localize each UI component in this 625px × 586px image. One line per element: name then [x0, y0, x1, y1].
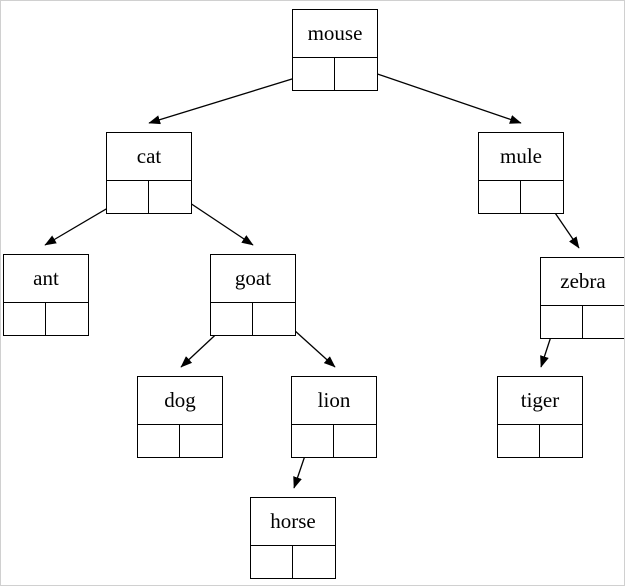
tree-node-mule[interactable]: mule — [478, 132, 564, 214]
node-pointer-row-horse — [251, 546, 335, 578]
node-label-goat: goat — [211, 255, 295, 303]
node-left-pointer-tiger[interactable] — [498, 425, 540, 457]
node-pointer-row-cat — [107, 181, 191, 213]
node-label-lion: lion — [292, 377, 376, 425]
node-label-dog: dog — [138, 377, 222, 425]
node-pointer-row-dog — [138, 425, 222, 457]
node-pointer-row-ant — [4, 303, 88, 335]
node-label-mouse: mouse — [293, 10, 377, 58]
node-pointer-row-tiger — [498, 425, 582, 457]
node-right-pointer-zebra[interactable] — [583, 306, 624, 338]
node-label-mule: mule — [479, 133, 563, 181]
node-left-pointer-zebra[interactable] — [541, 306, 583, 338]
node-pointer-row-lion — [292, 425, 376, 457]
tree-node-mouse[interactable]: mouse — [292, 9, 378, 91]
node-right-pointer-goat[interactable] — [253, 303, 295, 335]
node-left-pointer-dog[interactable] — [138, 425, 180, 457]
tree-node-cat[interactable]: cat — [106, 132, 192, 214]
node-right-pointer-cat[interactable] — [149, 181, 191, 213]
tree-node-lion[interactable]: lion — [291, 376, 377, 458]
node-left-pointer-horse[interactable] — [251, 546, 293, 578]
node-label-ant: ant — [4, 255, 88, 303]
node-right-pointer-mouse[interactable] — [335, 58, 377, 90]
node-right-pointer-lion[interactable] — [334, 425, 376, 457]
node-label-cat: cat — [107, 133, 191, 181]
node-pointer-row-mule — [479, 181, 563, 213]
tree-node-zebra[interactable]: zebra — [540, 257, 624, 339]
node-right-pointer-horse[interactable] — [293, 546, 335, 578]
node-left-pointer-cat[interactable] — [107, 181, 149, 213]
tree-node-ant[interactable]: ant — [3, 254, 89, 336]
node-label-tiger: tiger — [498, 377, 582, 425]
node-pointer-row-zebra — [541, 306, 624, 338]
tree-node-dog[interactable]: dog — [137, 376, 223, 458]
node-pointer-row-mouse — [293, 58, 377, 90]
tree-edge-mouse-mule — [356, 66, 522, 124]
node-pointer-row-goat — [211, 303, 295, 335]
node-left-pointer-mouse[interactable] — [293, 58, 335, 90]
node-left-pointer-mule[interactable] — [479, 181, 521, 213]
node-left-pointer-lion[interactable] — [292, 425, 334, 457]
node-left-pointer-ant[interactable] — [4, 303, 46, 335]
node-right-pointer-ant[interactable] — [46, 303, 88, 335]
node-right-pointer-tiger[interactable] — [540, 425, 582, 457]
node-right-pointer-dog[interactable] — [180, 425, 222, 457]
node-right-pointer-mule[interactable] — [521, 181, 563, 213]
node-label-horse: horse — [251, 498, 335, 546]
tree-node-goat[interactable]: goat — [210, 254, 296, 336]
node-label-zebra: zebra — [541, 258, 624, 306]
node-left-pointer-goat[interactable] — [211, 303, 253, 335]
tree-node-horse[interactable]: horse — [250, 497, 336, 579]
tree-node-tiger[interactable]: tiger — [497, 376, 583, 458]
